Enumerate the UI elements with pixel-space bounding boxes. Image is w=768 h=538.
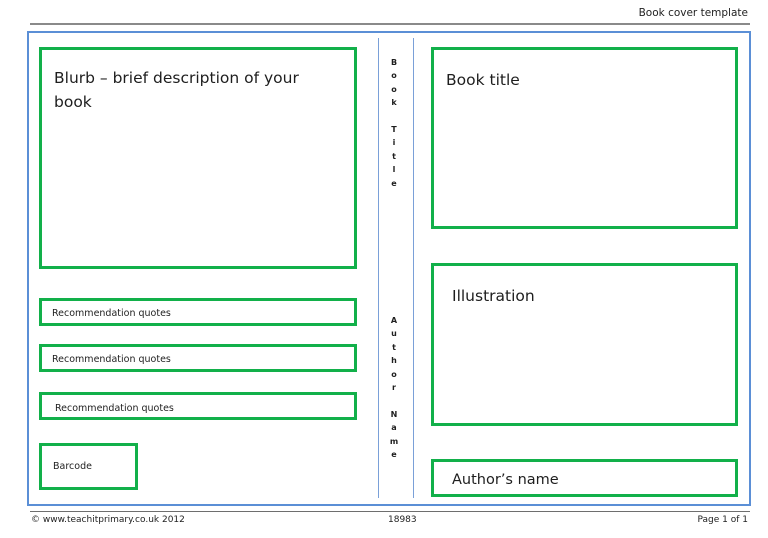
recommendation-box-3[interactable]: Recommendation quotes bbox=[39, 392, 357, 420]
spine-letter: o bbox=[391, 71, 397, 81]
illustration-label: Illustration bbox=[452, 287, 535, 305]
blurb-label: Blurb – brief description of your book bbox=[54, 69, 299, 111]
spine-letter: o bbox=[391, 84, 397, 94]
header-rule bbox=[30, 23, 750, 25]
recommendation-box-2[interactable]: Recommendation quotes bbox=[39, 344, 357, 372]
spine-letter: o bbox=[391, 369, 397, 379]
spine-letter: m bbox=[389, 436, 399, 446]
recommendation-label: Recommendation quotes bbox=[55, 403, 174, 414]
spine-letter: k bbox=[391, 98, 397, 108]
document-title: Book cover template bbox=[638, 7, 748, 19]
recommendation-label: Recommendation quotes bbox=[52, 354, 171, 365]
footer-copyright: © www.teachitprimary.co.uk 2012 bbox=[31, 515, 185, 525]
spine-letter: N bbox=[390, 409, 398, 419]
author-name-box[interactable]: Author’s name bbox=[431, 459, 738, 497]
spine-letter: r bbox=[392, 383, 396, 393]
spine-letter: h bbox=[391, 356, 397, 366]
spine-left-line bbox=[378, 38, 379, 498]
spine-book-title[interactable]: B o o k T i t l e bbox=[384, 56, 404, 190]
footer-page-number: Page 1 of 1 bbox=[697, 515, 749, 525]
spine-letter: T bbox=[391, 125, 397, 135]
spine-letter: e bbox=[391, 178, 397, 188]
footer-rule bbox=[30, 511, 750, 512]
barcode-box[interactable]: Barcode bbox=[39, 443, 138, 490]
recommendation-label: Recommendation quotes bbox=[52, 308, 171, 319]
blurb-box[interactable]: Blurb – brief description of your book bbox=[39, 47, 357, 269]
spine-right-line bbox=[413, 38, 414, 498]
illustration-box[interactable]: Illustration bbox=[431, 263, 738, 426]
spine-letter: e bbox=[391, 450, 397, 460]
footer-doc-id: 18983 bbox=[388, 515, 417, 525]
spine-gap bbox=[384, 394, 404, 407]
book-title-label: Book title bbox=[446, 71, 520, 89]
spine-letter: u bbox=[391, 329, 397, 339]
cover-frame bbox=[27, 31, 751, 506]
spine-letter: A bbox=[390, 316, 398, 325]
recommendation-box-1[interactable]: Recommendation quotes bbox=[39, 298, 357, 326]
spine-author-name[interactable]: A u t h o r N a m e bbox=[384, 314, 404, 461]
book-title-box[interactable]: Book title bbox=[431, 47, 738, 229]
spine-letter: B bbox=[390, 58, 398, 67]
spine-letter: i bbox=[392, 138, 396, 148]
spine-gap bbox=[384, 110, 404, 123]
author-name-label: Author’s name bbox=[452, 472, 559, 488]
spine-letter: a bbox=[391, 423, 397, 433]
spine-letter: l bbox=[392, 165, 396, 175]
spine-letter: t bbox=[392, 342, 396, 352]
barcode-label: Barcode bbox=[53, 461, 92, 472]
spine-letter: t bbox=[392, 151, 396, 161]
